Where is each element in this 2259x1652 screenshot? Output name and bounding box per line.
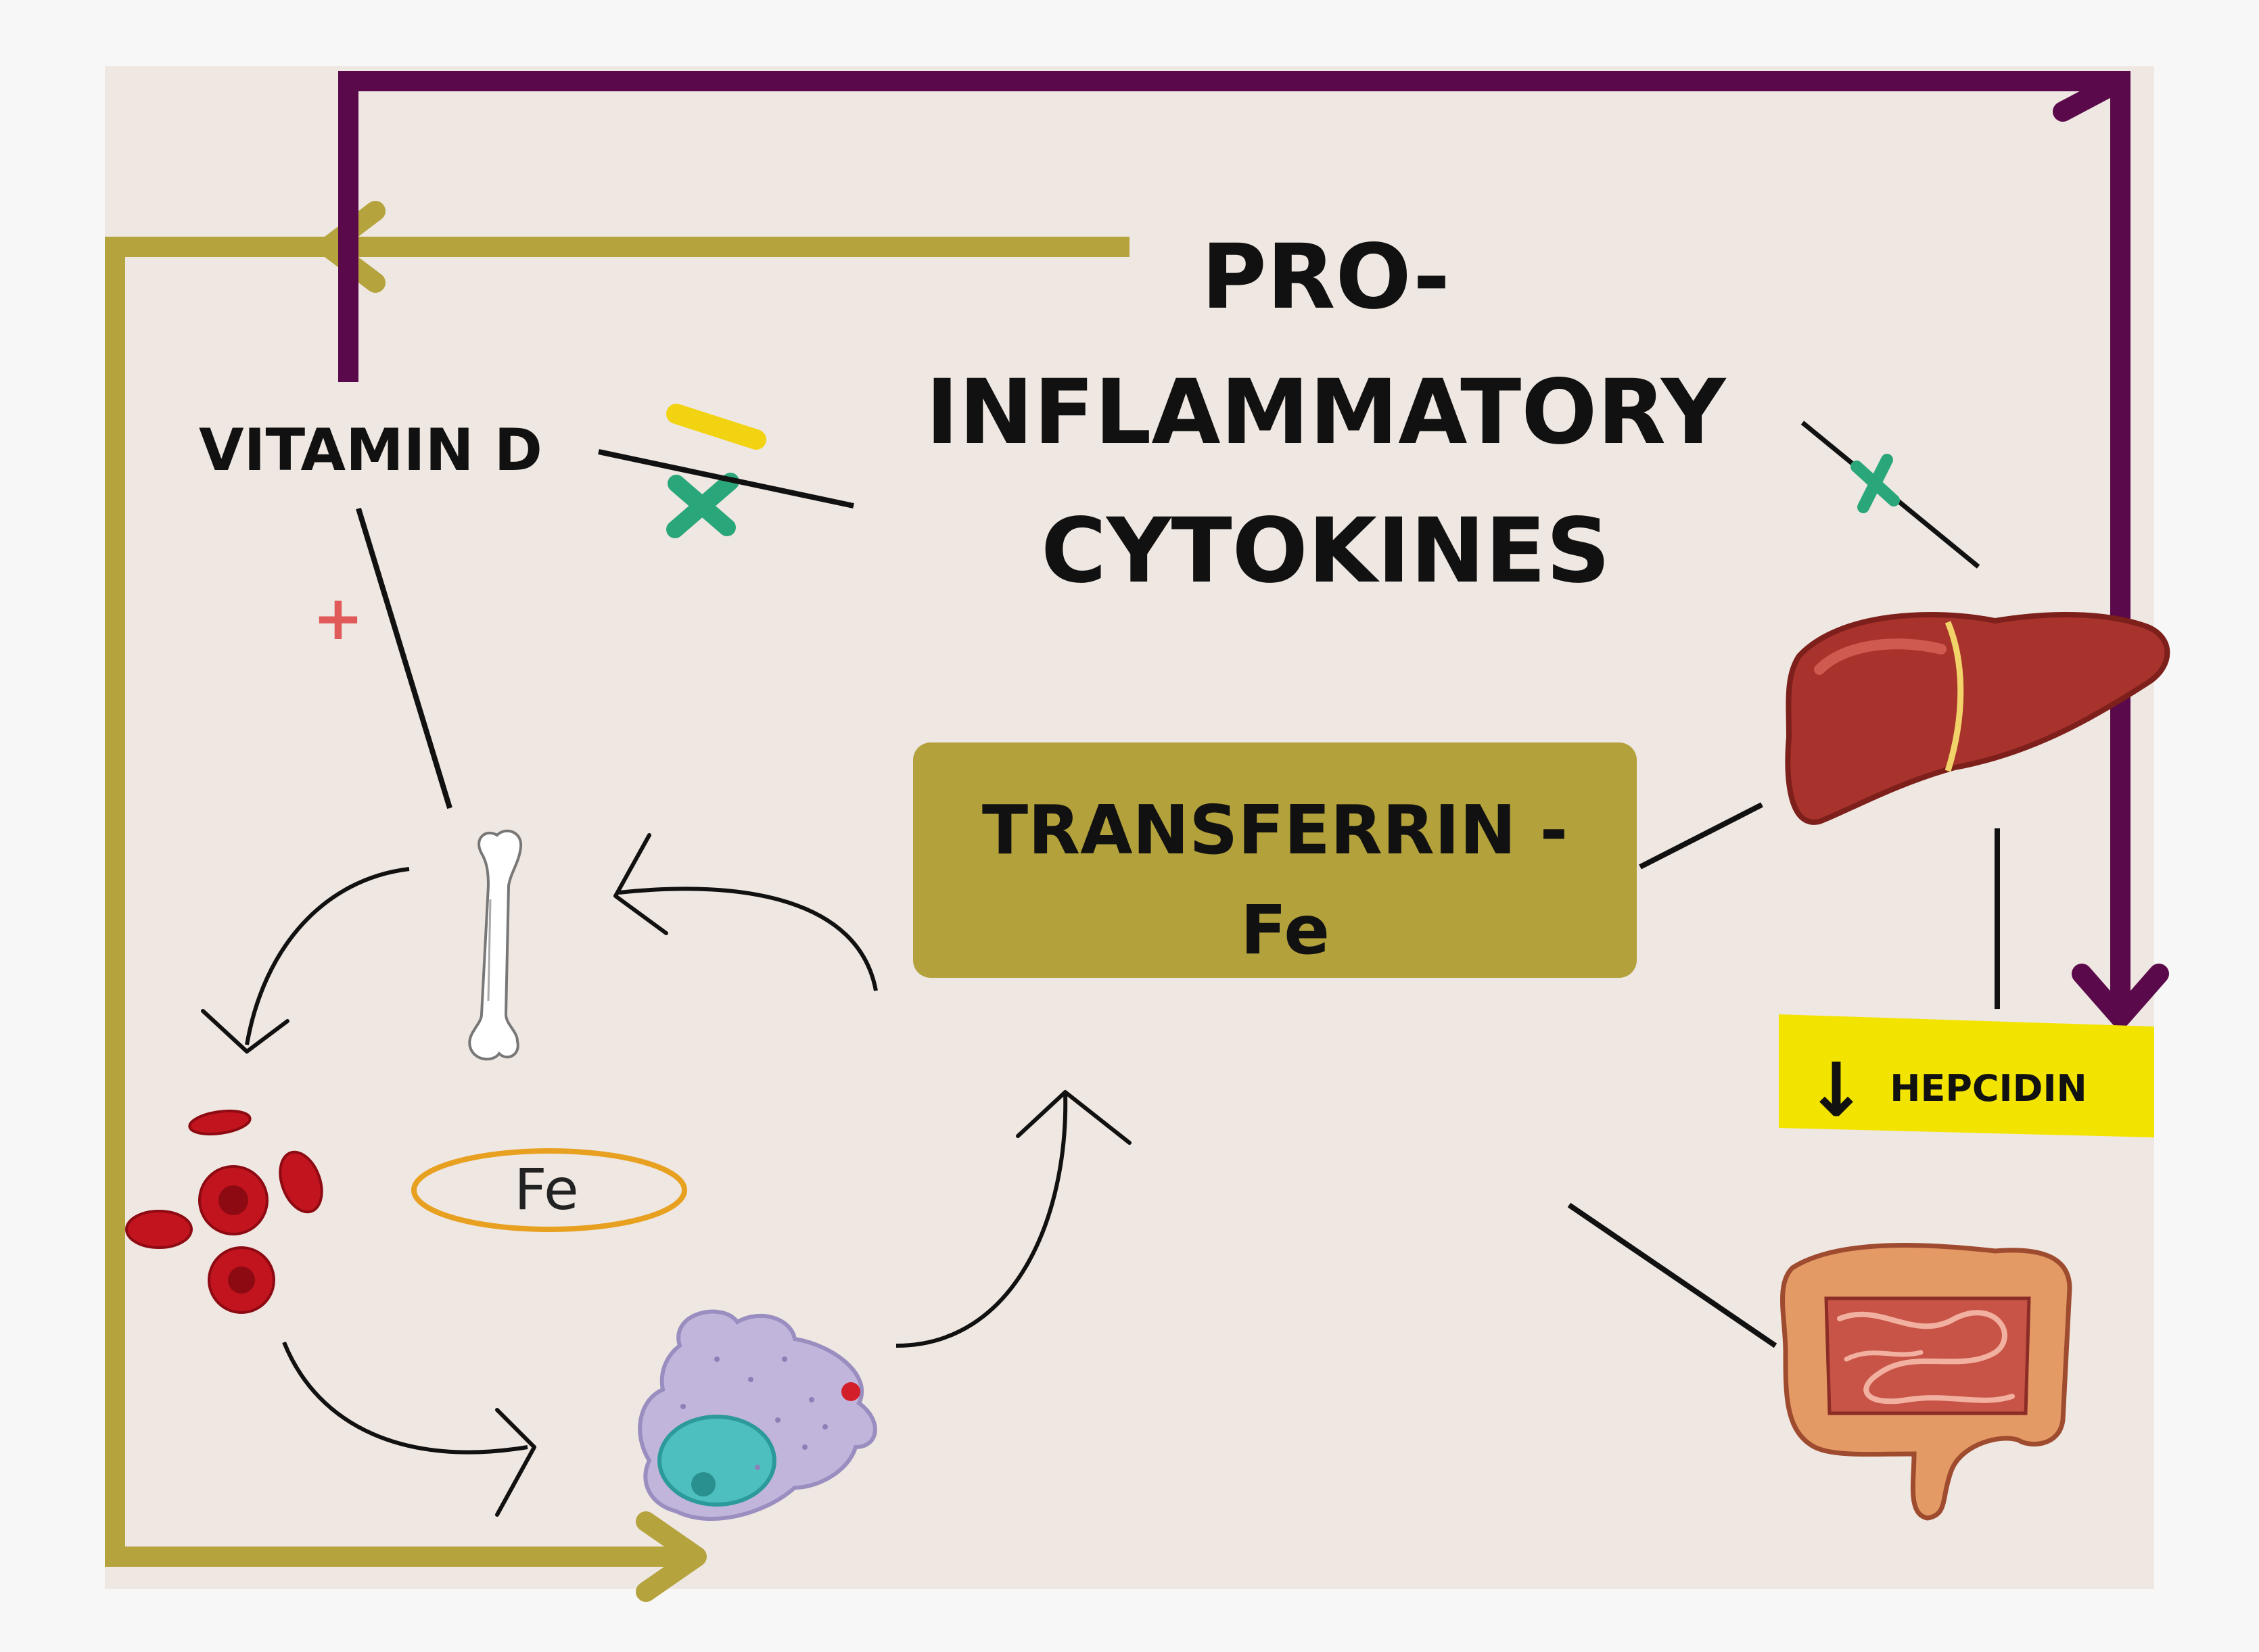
arrow-rbc-to-macrophage bbox=[282, 1341, 528, 1455]
intestine-icon bbox=[1780, 1242, 2072, 1521]
iron-ring bbox=[411, 1148, 687, 1232]
hepcidin-down-arrow: ↓ bbox=[1805, 1047, 1867, 1133]
transferrin-line-1: TRANSFERRIN - bbox=[982, 790, 1568, 870]
arrow-vitamin-d-to-bone bbox=[356, 507, 452, 809]
plus-mark: + bbox=[312, 583, 363, 654]
olive-feedback-loop bbox=[105, 201, 1130, 1602]
bone-icon bbox=[468, 829, 523, 1061]
transferrin-line-2: Fe bbox=[1240, 891, 1330, 970]
macrophage-icon bbox=[638, 1309, 877, 1521]
arrow-macrophage-to-transferrin bbox=[895, 1091, 1068, 1348]
cytokines-line-3: CYTOKINES bbox=[1041, 499, 1610, 603]
olive-arrowhead-right bbox=[636, 1511, 707, 1602]
inhibition-mark-1 bbox=[666, 473, 739, 538]
olive-arrowhead-left bbox=[318, 201, 386, 293]
arrow-vitamin-d-to-cytokines bbox=[598, 449, 854, 509]
minus-mark bbox=[666, 404, 766, 450]
red-blood-cells-icon bbox=[125, 1109, 323, 1314]
hepcidin-box bbox=[1779, 1014, 2154, 1137]
cytokines-line-2: INFLAMMATORY bbox=[926, 360, 1727, 465]
arrow-bone-to-rbc bbox=[245, 867, 410, 1045]
transferrin-fe-box bbox=[913, 742, 1637, 978]
arrow-intestine-to-transferrin bbox=[1567, 1202, 1777, 1348]
liver-icon bbox=[1785, 612, 2170, 825]
iron-label: Fe bbox=[514, 1156, 578, 1223]
purple-feedback-loop bbox=[338, 71, 2169, 1028]
arrow-transferrin-to-bone bbox=[618, 887, 878, 991]
arrow-rbc-to-macrophage-head bbox=[495, 1408, 536, 1517]
cytokines-line-1: PRO- bbox=[1201, 225, 1450, 329]
inhibition-mark-2 bbox=[1850, 454, 1900, 513]
arrow-macrophage-to-transferrin-head bbox=[1016, 1090, 1132, 1145]
arrow-bone-to-rbc-head bbox=[201, 1009, 289, 1054]
purple-arrowhead-down bbox=[2072, 964, 2169, 1028]
vitamin-d-label: VITAMIN D bbox=[199, 417, 542, 484]
purple-arrowhead-top bbox=[2053, 71, 2130, 122]
cytokines-title: PRO- INFLAMMATORY CYTOKINES bbox=[926, 225, 1727, 603]
arrow-transferrin-to-bone-head bbox=[613, 833, 668, 935]
arrow-transferrin-to-liver bbox=[1639, 802, 1763, 870]
hepcidin-label: HEPCIDIN bbox=[1890, 1067, 2087, 1110]
